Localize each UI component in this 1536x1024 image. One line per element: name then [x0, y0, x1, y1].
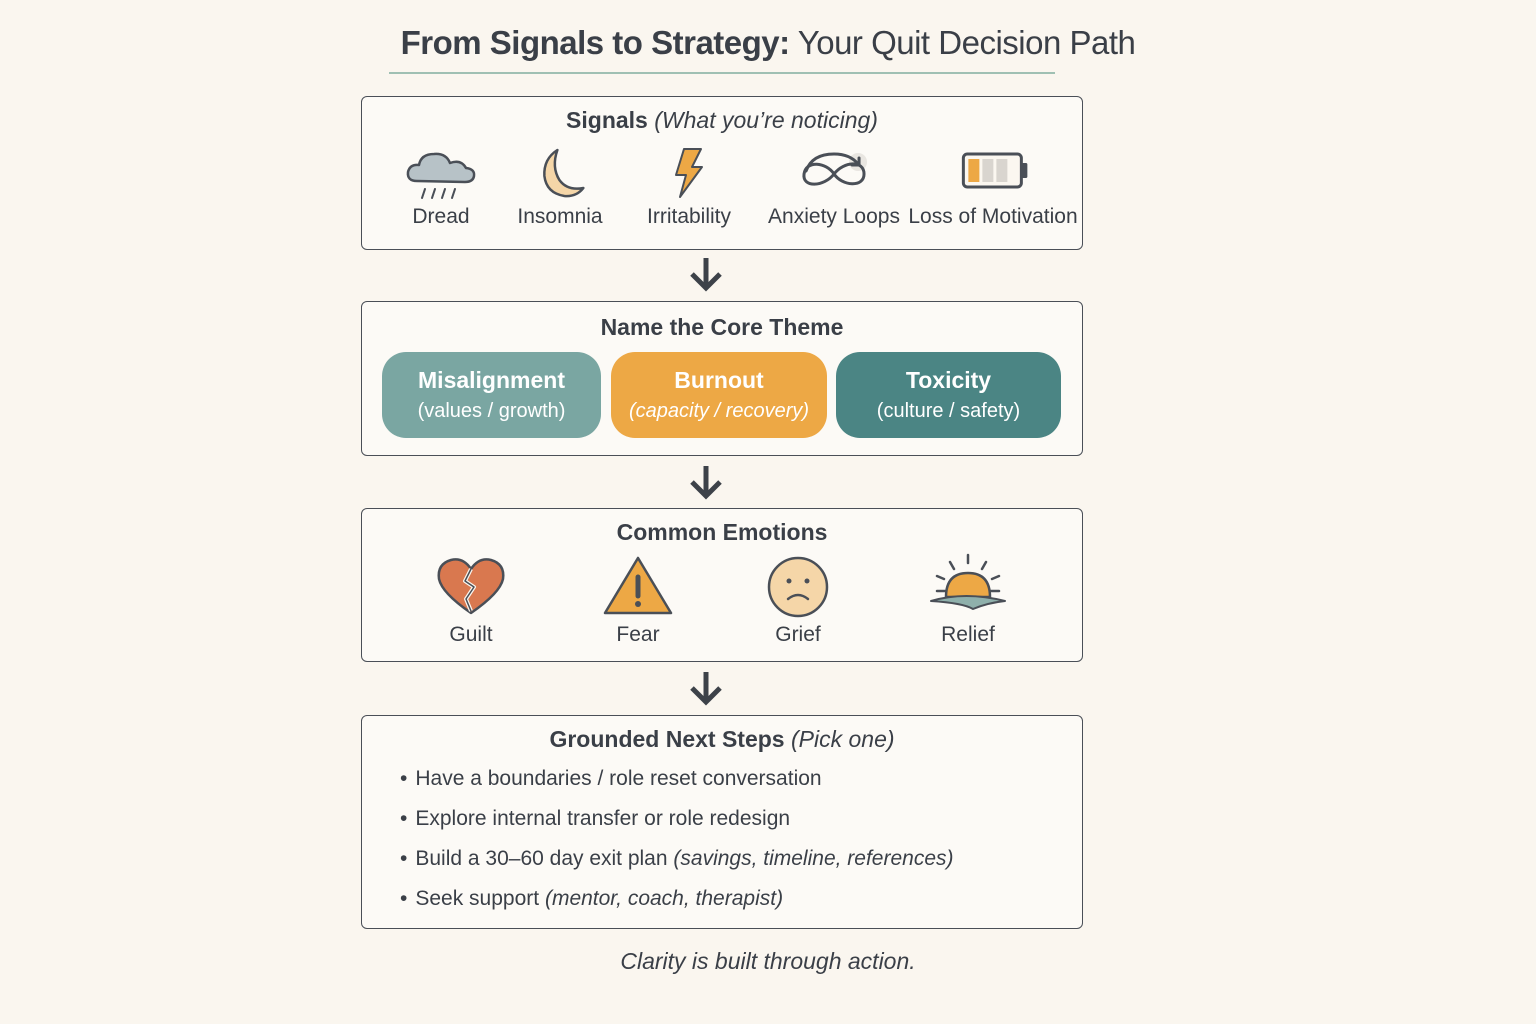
page-title: From Signals to Strategy: Your Quit Deci… [0, 24, 1536, 62]
signal-item-dread: Dread [403, 145, 479, 229]
list-item: • Build a 30–60 day exit plan (savings, t… [400, 844, 954, 884]
emotion-item-grief: Grief [760, 553, 836, 647]
theme-pill-burnout[interactable]: Burnout (capacity / recovery) [611, 352, 827, 438]
bullet: • [400, 807, 408, 830]
pill-title-toxicity: Toxicity [905, 367, 992, 393]
signal-item-insomnia: Insomnia [517, 145, 603, 229]
step-note: (mentor, coach, therapist) [544, 887, 784, 910]
signals-title: Signals [566, 107, 648, 133]
bullet: • [400, 887, 408, 910]
signal-item-loss-of-motivation: Loss of Motivation [908, 145, 1078, 229]
down-arrow-icon [690, 672, 722, 706]
pill-title-misalignment: Misalignment [418, 367, 565, 393]
step-text: Have a boundaries / role reset conversat… [415, 767, 822, 790]
signal-label-anxiety-loops: Anxiety Loops [768, 205, 900, 228]
sunrise-icon [930, 553, 1006, 610]
step-text: Build a 30–60 day exit plan [415, 847, 668, 870]
title-bold: From Signals to Strategy: [400, 24, 791, 61]
steps-title: Grounded Next Steps [549, 726, 785, 752]
list-item: • Seek support (mentor, coach, therapist) [400, 884, 954, 924]
broken-heart-icon [437, 558, 505, 615]
emotion-label-relief: Relief [941, 623, 995, 646]
emotion-item-relief: Relief [925, 553, 1011, 647]
down-arrow-icon [690, 466, 722, 500]
steps-box: Grounded Next Steps (Pick one) • Have a b… [361, 715, 1083, 929]
pill-sub-toxicity: (culture / safety) [876, 400, 1021, 422]
emotions-box: Common Emotions Guilt Fear Grief [361, 508, 1083, 662]
emotion-label-grief: Grief [775, 623, 821, 646]
rain-cloud-icon [406, 152, 476, 199]
signal-item-irritability: Irritability [647, 145, 731, 229]
emotion-label-fear: Fear [616, 623, 660, 646]
emotions-title: Common Emotions [616, 519, 828, 545]
signal-item-anxiety-loops: Anxiety Loops [768, 145, 900, 229]
emotion-item-guilt: Guilt [433, 553, 509, 647]
list-item: • Explore internal transfer or role redes… [400, 804, 954, 844]
footer-tagline: Clarity is built through action. [620, 948, 916, 974]
signals-box: Signals (What you’re noticing) Dread Ins… [361, 96, 1083, 250]
signal-label-insomnia: Insomnia [517, 205, 603, 228]
down-arrow-icon [690, 258, 722, 292]
signals-heading: Signals (What you’re noticing) [362, 107, 1082, 134]
step-text: Seek support [415, 887, 540, 910]
steps-subtitle: (Pick one) [791, 726, 895, 752]
bullet: • [400, 847, 408, 870]
list-item: • Have a boundaries / role reset conversa… [400, 764, 954, 804]
theme-pill-misalignment[interactable]: Misalignment (values / growth) [382, 352, 601, 438]
signals-subtitle: (What you’re noticing) [654, 107, 878, 133]
signal-label-loss-of-motivation: Loss of Motivation [908, 205, 1078, 228]
theme-box: Name the Core Theme Misalignment (values… [361, 301, 1083, 456]
step-note: (savings, timeline, references) [673, 847, 954, 870]
emotion-label-guilt: Guilt [449, 623, 493, 646]
pill-sub-burnout: (capacity / recovery) [628, 400, 810, 422]
title-rest: Your Quit Decision Path [797, 24, 1136, 61]
lightning-bolt-icon [674, 148, 703, 198]
title-underline [389, 72, 1055, 74]
sad-face-icon [767, 556, 829, 618]
pill-sub-misalignment: (values / growth) [417, 400, 566, 422]
pill-title-burnout: Burnout [674, 367, 764, 393]
crescent-moon-icon [542, 148, 585, 198]
warning-triangle-icon [603, 556, 673, 615]
theme-title: Name the Core Theme [600, 314, 844, 340]
emotion-item-fear: Fear [600, 553, 676, 647]
signal-label-dread: Dread [412, 205, 470, 228]
signal-label-irritability: Irritability [646, 205, 732, 228]
low-battery-icon [961, 152, 1027, 189]
bullet: • [400, 767, 408, 790]
steps-heading: Grounded Next Steps (Pick one) [362, 726, 1082, 753]
infinity-loop-icon [802, 152, 867, 186]
step-text: Explore internal transfer or role redesi… [415, 807, 791, 830]
steps-list: • Have a boundaries / role reset conversa… [400, 764, 954, 924]
theme-pill-toxicity[interactable]: Toxicity (culture / safety) [836, 352, 1061, 438]
